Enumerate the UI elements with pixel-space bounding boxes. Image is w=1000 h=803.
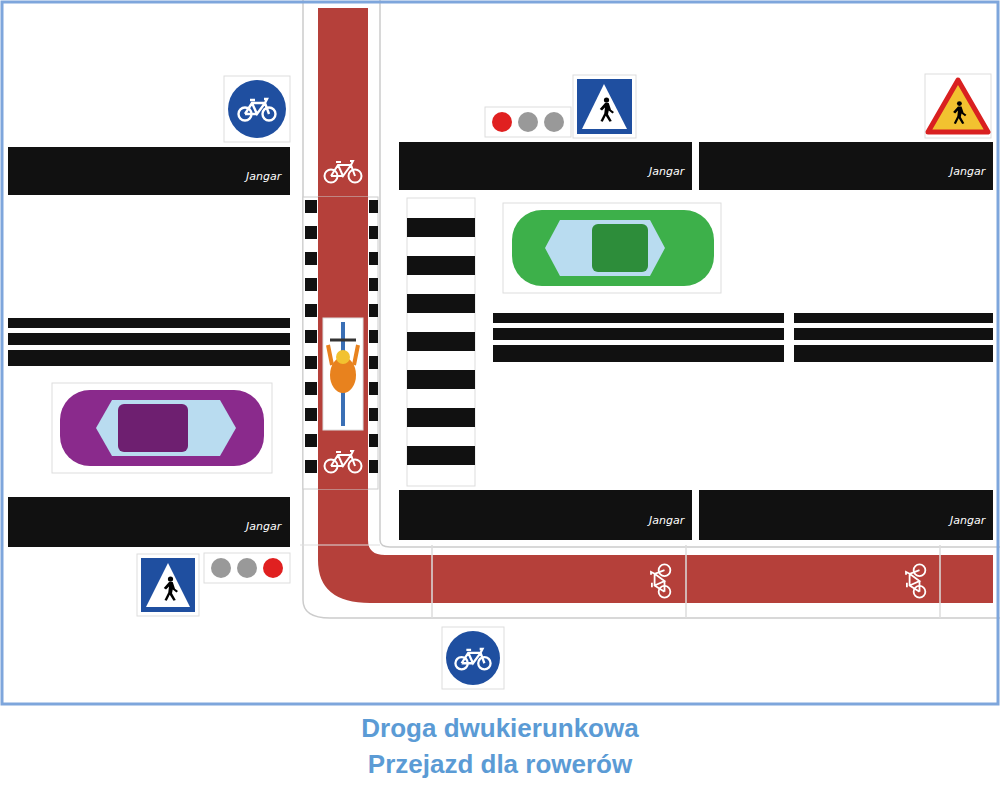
- brand-logo: Jangar: [649, 514, 684, 527]
- brand-logo: Jangar: [950, 514, 985, 527]
- brand-logo: Jangar: [246, 520, 281, 533]
- brand-logo: Jangar: [246, 170, 281, 183]
- diagram-caption: Przejazd dla rowerów: [0, 748, 1000, 780]
- diagram-title: Droga dwukierunkowa: [0, 712, 1000, 744]
- brand-logo: Jangar: [950, 165, 985, 178]
- brand-logo: Jangar: [649, 165, 684, 178]
